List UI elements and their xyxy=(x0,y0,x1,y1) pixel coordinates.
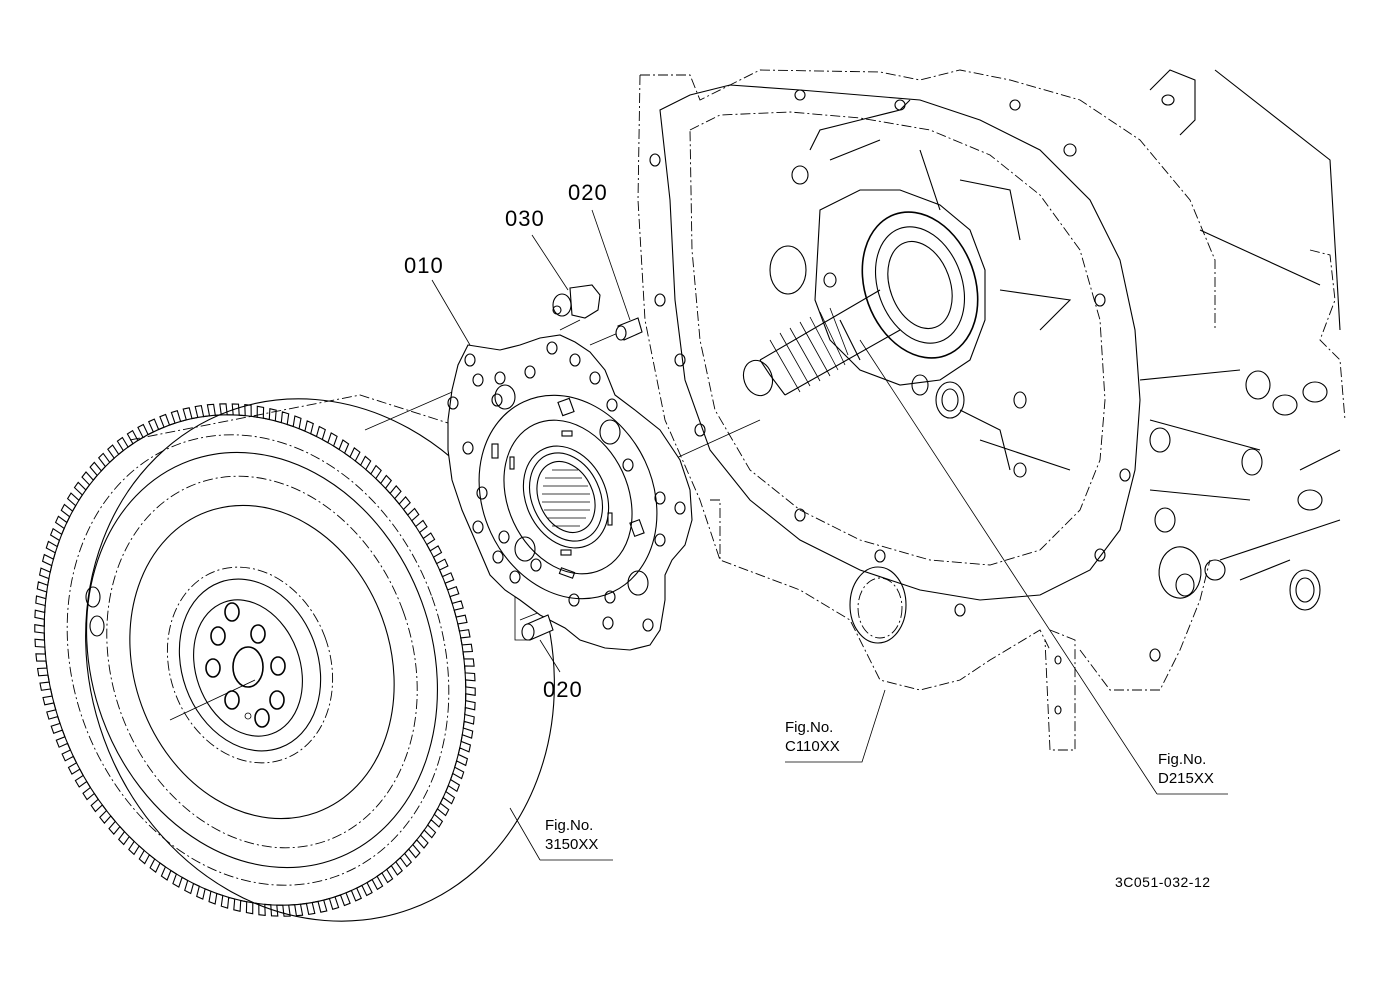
figure-ref-code: C110XX xyxy=(785,738,840,755)
flange-holes xyxy=(649,89,1161,662)
bearing-outer xyxy=(861,211,979,359)
housing-bore xyxy=(849,566,907,644)
leader-020-upper xyxy=(591,209,631,321)
shaft-splines xyxy=(769,307,849,393)
gear-tooth-profile xyxy=(34,403,476,917)
dowel-pin-020-lower xyxy=(521,614,554,641)
leader-020-lower xyxy=(539,639,561,673)
figure-ref-code: 3150XX xyxy=(545,836,599,853)
ring-gear-teeth xyxy=(34,403,476,917)
figure-ref-prefix: Fig.No. xyxy=(545,817,594,834)
leader-d215xx xyxy=(859,339,1228,795)
damper-springs xyxy=(491,397,645,579)
callout-020-upper: 020 xyxy=(568,180,608,205)
dowel-pin-020-upper xyxy=(615,317,643,341)
figure-ref-prefix: Fig.No. xyxy=(1158,751,1207,768)
leader-3150xx xyxy=(509,807,613,861)
leader-030 xyxy=(531,234,569,291)
input-shaft xyxy=(759,289,901,396)
figure-ref-prefix: Fig.No. xyxy=(785,719,834,736)
hub-splines xyxy=(542,469,590,527)
housing-assembly xyxy=(637,69,1346,751)
disc-holes xyxy=(447,341,686,632)
hub-outer xyxy=(522,445,610,549)
callout-010: 010 xyxy=(404,253,444,278)
leader-010 xyxy=(431,279,471,346)
leader-c110xx xyxy=(785,689,886,763)
callout-020-lower: 020 xyxy=(543,677,583,702)
bolt-030 xyxy=(552,284,601,319)
clutch-disc xyxy=(447,334,693,651)
figure-ref-code: D215XX xyxy=(1158,770,1214,787)
hub-spline-bore xyxy=(536,461,596,533)
figure-ref-c110xx[interactable]: Fig.No. C110XX xyxy=(785,718,840,756)
figure-ref-d215xx[interactable]: Fig.No. D215XX xyxy=(1158,750,1214,788)
callout-030: 030 xyxy=(505,206,545,231)
leader-lines xyxy=(431,209,1228,861)
flywheel-bolt-holes xyxy=(205,602,286,728)
figure-ref-3150xx[interactable]: Fig.No. 3150XX xyxy=(545,816,598,854)
drawing-number: 3C051-032-12 xyxy=(1115,874,1211,890)
